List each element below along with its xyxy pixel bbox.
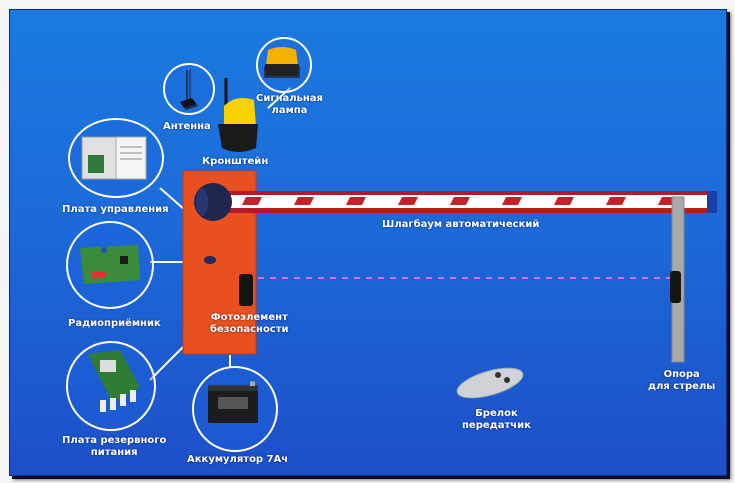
label-backup-board: Плата резервного питания	[62, 435, 166, 459]
label-backup-board-line1: Плата резервного	[62, 435, 167, 446]
label-photocell-line1: Фотоэлемент	[210, 312, 288, 323]
label-barrier: Шлагбаум автоматический	[382, 219, 540, 230]
label-keyfob: Брелок передатчик	[462, 408, 531, 432]
battery-circle	[192, 366, 278, 452]
barrier-boom	[225, 191, 717, 213]
label-photocell: Фотоэлемент безопасности	[210, 312, 289, 336]
bracket-lamp-icon	[218, 78, 258, 152]
battery-icon-front	[208, 382, 258, 423]
label-signal-lamp-line2: лампа	[271, 105, 308, 116]
label-keyfob-line2: передатчик	[462, 420, 531, 431]
label-battery: Аккумулятор 7Ач	[187, 454, 289, 465]
backup-board-icon-front	[88, 350, 140, 412]
housing-badge	[204, 256, 216, 264]
label-backup-board-line2: питания	[90, 447, 138, 458]
label-bracket: Кронштейн	[202, 156, 269, 167]
label-support-line2: для стрелы	[648, 381, 716, 392]
label-radio-receiver: Радиоприёмник	[68, 318, 161, 329]
label-support: Опора для стрелы	[648, 369, 715, 393]
connector-control-board	[159, 187, 186, 211]
label-control-board: Плата управления	[62, 204, 169, 215]
label-signal-lamp: Сигнальная лампа	[256, 93, 323, 117]
photocell-left-icon	[239, 274, 253, 306]
control-board-icon-front	[81, 136, 147, 180]
label-support-line1: Опора	[663, 369, 700, 380]
connector-backup	[149, 344, 186, 381]
label-photocell-line2: безопасности	[210, 324, 289, 335]
antenna-icon-front	[180, 70, 196, 108]
label-keyfob-line1: Брелок	[475, 408, 518, 419]
antenna-circle	[163, 63, 215, 115]
photocell-right-icon	[670, 271, 681, 303]
label-signal-lamp-line1: Сигнальная	[256, 93, 323, 104]
radio-receiver-icon-front	[80, 245, 140, 284]
label-antenna: Антенна	[163, 121, 211, 132]
keyfob-icon	[456, 367, 524, 399]
signal-lamp-icon-front	[265, 47, 299, 76]
